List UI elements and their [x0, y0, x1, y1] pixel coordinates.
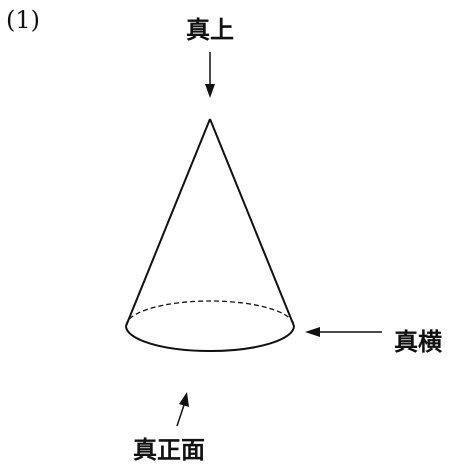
top-view-arrow — [205, 52, 215, 98]
cone — [125, 118, 295, 352]
side-view-arrow — [305, 327, 382, 337]
front-view-arrow — [176, 392, 189, 427]
side-view-label: 真横 — [394, 328, 443, 356]
top-view-label: 真上 — [186, 16, 234, 44]
cone-back-rim — [125, 300, 295, 327]
front-view-label: 真正面 — [133, 436, 205, 464]
cone-front-rim — [125, 325, 295, 352]
cone-right-edge — [209, 118, 295, 327]
cone-left-edge — [125, 118, 211, 327]
problem-number: (1) — [6, 6, 40, 34]
